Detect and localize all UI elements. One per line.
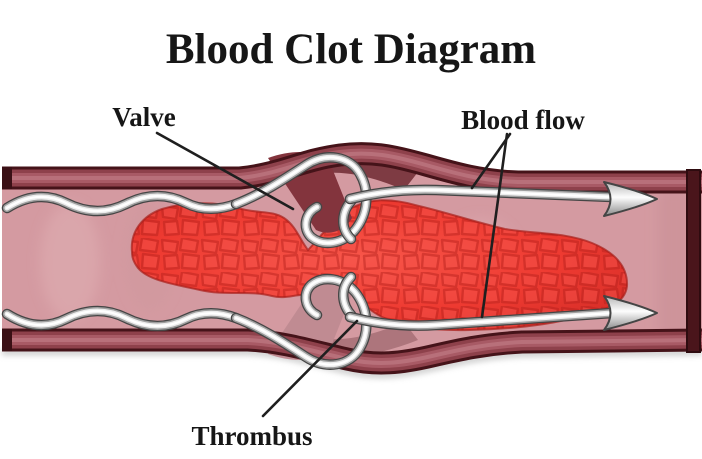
blood-flow-leader-line-1 [470, 132, 512, 190]
blood-vessel [0, 152, 702, 365]
blood-flow-arrow-top [7, 157, 658, 243]
vessel-end-cap-right [686, 169, 701, 353]
valve-label: Valve [112, 102, 176, 132]
vessel-end-cap-left-top [2, 167, 12, 189]
blood-flow-label: Blood flow [461, 105, 585, 135]
vessel-end-cap-left-bottom [2, 329, 12, 351]
blood-flow-leader-line-2 [480, 132, 509, 319]
arrowhead-top-icon [603, 181, 658, 217]
blood-flow-arrow-bottom [7, 277, 658, 365]
thrombus-label: Thrombus [191, 421, 312, 451]
thrombus-leader-line [261, 319, 359, 418]
page-title: Blood Clot Diagram [166, 26, 536, 73]
arrowhead-bottom-icon [603, 295, 658, 331]
valve-leader-line [155, 131, 295, 211]
